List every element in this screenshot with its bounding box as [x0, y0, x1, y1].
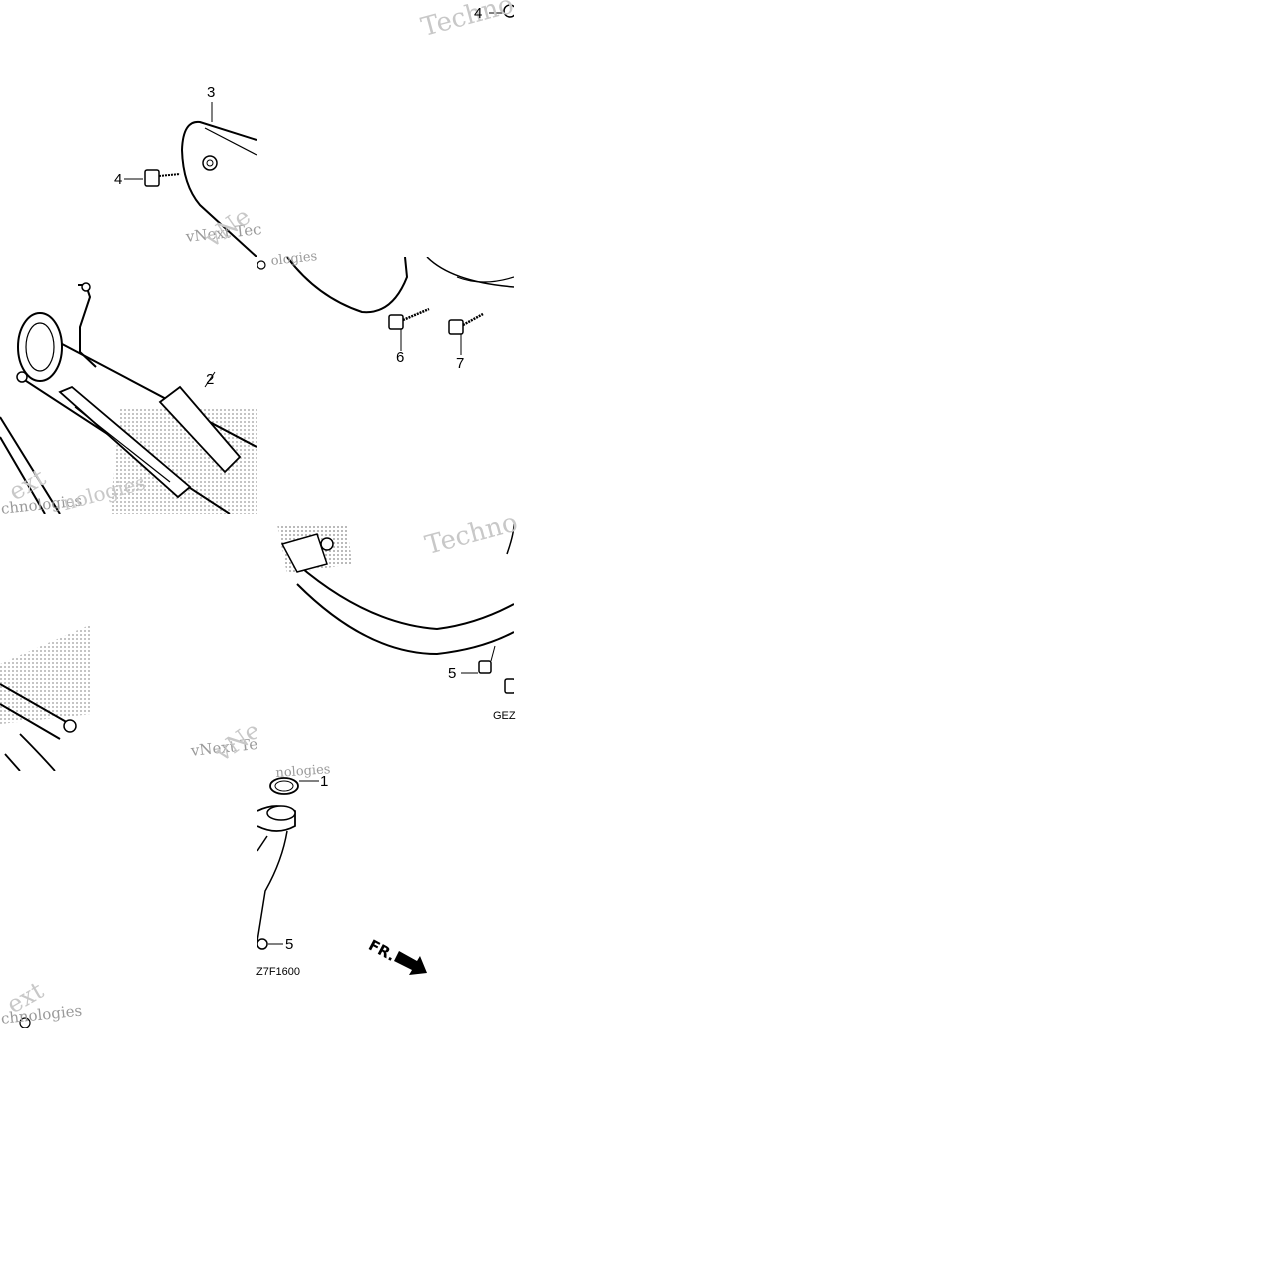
diagram-tile-r2c0 [0, 514, 257, 771]
callout-4: 4 [474, 5, 483, 22]
pipe-bend-graphic [277, 523, 514, 694]
callout-4: 4 [114, 171, 123, 188]
diagram-code: GEZ [493, 710, 516, 722]
diagram-code: Z7F1600 [256, 966, 301, 978]
diagram-tile-r3c1 [257, 771, 514, 1028]
tile-graphic [489, 4, 514, 18]
callout-1: 1 [320, 773, 329, 790]
callout-6: 6 [396, 349, 405, 366]
muffler-body-graphic [0, 282, 257, 514]
diagram-tile-r0c1 [257, 0, 514, 257]
bolts-graphic [257, 257, 514, 355]
diagram-tile-r2c1 [257, 514, 514, 771]
exhaust-pipe-graphic [0, 624, 92, 771]
callout-5: 5 [448, 665, 457, 682]
callout-7: 7 [456, 355, 465, 372]
callout-5: 5 [285, 936, 294, 953]
tile-graphic [19, 1017, 31, 1028]
callout-2: 2 [206, 371, 215, 388]
diagram-tile-r1c0 [0, 257, 257, 514]
muffler-cover-graphic [124, 102, 257, 257]
exhaust-joint-graphic [257, 777, 427, 975]
diagram-tile-r3c0 [0, 771, 257, 1028]
callout-3: 3 [207, 84, 216, 101]
diagram-tile-r0c0 [0, 0, 257, 257]
diagram-tile-r1c1 [257, 257, 514, 514]
